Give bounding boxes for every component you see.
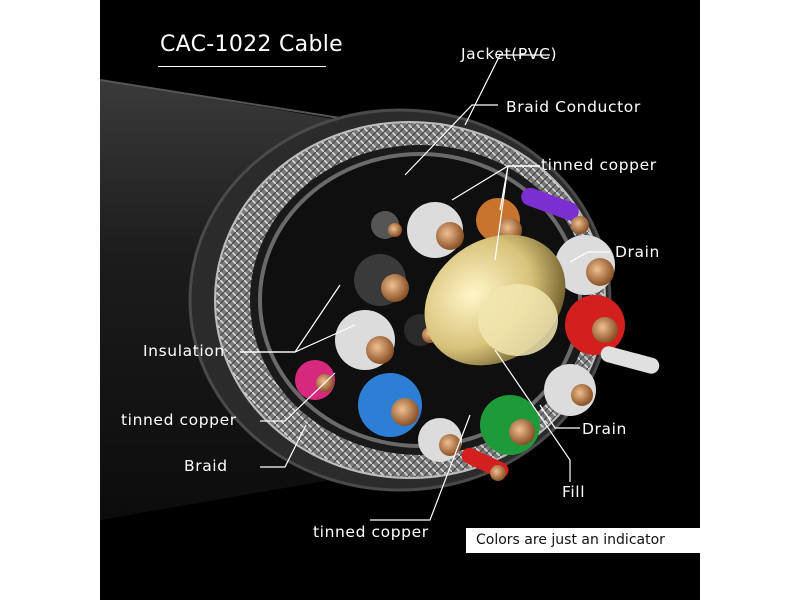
cable-cross-section-illustration [100, 54, 660, 521]
diagram-title: CAC-1022 Cable [160, 32, 343, 57]
label-tinned-copper-bottom: tinned copper [313, 523, 429, 541]
wire-group [295, 187, 660, 481]
label-drain-top: Drain [615, 243, 660, 261]
label-drain-bottom: Drain [582, 420, 627, 438]
label-braid: Braid [184, 457, 228, 475]
label-fill: Fill [562, 483, 586, 501]
disclaimer-note: Colors are just an indicator [466, 528, 700, 553]
label-insulation: Insulation [143, 342, 225, 360]
title-underline [158, 66, 326, 67]
leader-lines [240, 54, 610, 521]
label-braid-conductor: Braid Conductor [506, 98, 641, 116]
label-jacket: Jacket(PVC) [461, 45, 558, 63]
label-tinned-copper-left: tinned copper [121, 411, 237, 429]
label-tinned-copper-top: tinned copper [541, 156, 657, 174]
diagram-canvas: CAC-1022 Cable Jacket(PVC) Braid Conduct… [100, 0, 700, 600]
